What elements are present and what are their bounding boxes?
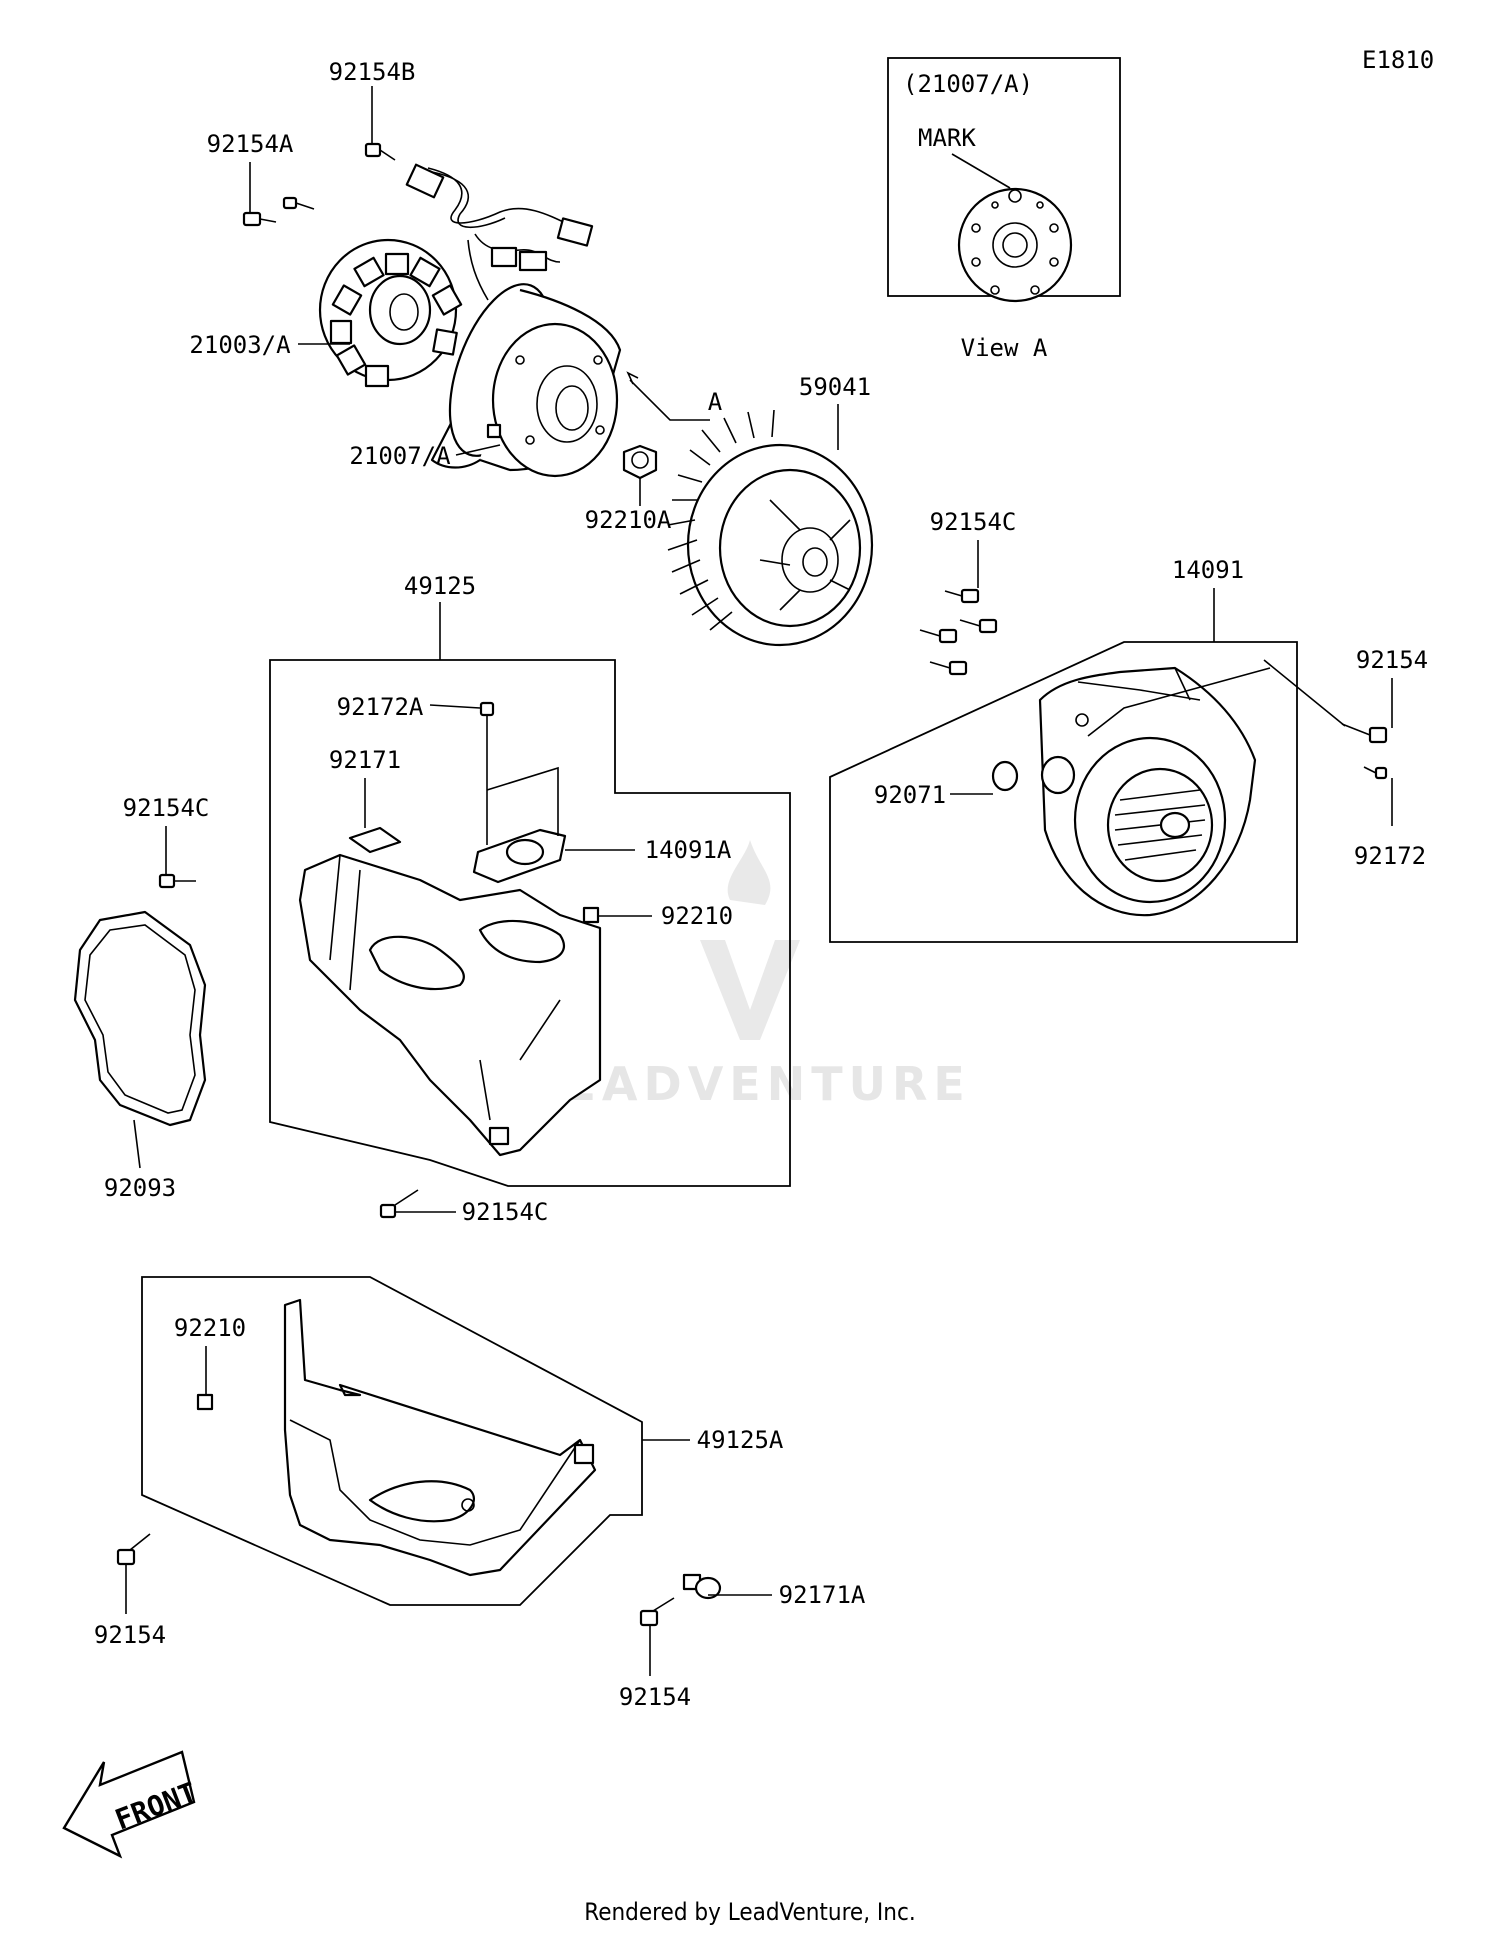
rotor-21007a — [430, 283, 622, 478]
label-92210-mid: 92210 — [661, 902, 733, 930]
label-49125: 49125 — [404, 572, 476, 600]
diagram-id: E1810 — [1362, 46, 1434, 74]
label-arrow-A: A — [708, 388, 723, 416]
view-a-caption: View A — [961, 334, 1048, 362]
view-a-mark-label: MARK — [918, 124, 976, 152]
label-21007A: 21007/A — [349, 442, 451, 470]
group-bracket-49125 — [269, 659, 791, 1187]
screw-92172a — [479, 701, 495, 728]
stator-21003a — [318, 163, 594, 388]
label-92171: 92171 — [329, 746, 401, 774]
label-92210-low: 92210 — [174, 1314, 246, 1342]
washer-92071 — [991, 760, 1019, 792]
front-arrow-icon — [62, 1750, 196, 1859]
duct-49125 — [298, 853, 602, 1157]
clip-92171 — [348, 826, 402, 854]
nut-92210-low — [196, 1393, 214, 1411]
screw-92154c-left — [158, 873, 196, 889]
screw-92154b — [364, 142, 396, 161]
fan-59041 — [667, 409, 874, 647]
plate-14091a — [472, 828, 567, 884]
clamp-92171a — [682, 1573, 722, 1600]
cover-49125a — [283, 1298, 597, 1577]
footer-credit: Rendered by LeadVenture, Inc. — [584, 1898, 916, 1926]
label-14091: 14091 — [1172, 556, 1244, 584]
label-14091A: 14091A — [645, 836, 732, 864]
screw-92154-right — [1341, 723, 1388, 744]
label-92154-lowleft: 92154 — [94, 1621, 166, 1649]
group-bracket-14091 — [829, 641, 1298, 943]
screw-92154-lowleft — [116, 1533, 151, 1566]
cover-14091 — [1038, 666, 1257, 917]
label-92093: 92093 — [104, 1174, 176, 1202]
label-92210A: 92210A — [585, 506, 672, 534]
label-59041: 59041 — [799, 373, 871, 401]
label-92154A: 92154A — [207, 130, 294, 158]
nut-92210a — [622, 444, 658, 480]
label-92172A: 92172A — [337, 693, 424, 721]
view-a-title: (21007/A) — [903, 70, 1033, 98]
front-arrow: FRONT — [62, 1750, 202, 1859]
label-92154B: 92154B — [329, 58, 416, 86]
watermark-logo-icon — [700, 840, 800, 1040]
label-49125A: 49125A — [697, 1426, 784, 1454]
front-label: FRONT — [111, 1776, 202, 1837]
label-92154-right: 92154 — [1356, 646, 1428, 674]
screw-92172 — [1363, 766, 1388, 780]
screw-92154c-bottom — [379, 1189, 419, 1219]
label-92154-lowmid: 92154 — [619, 1683, 691, 1711]
watermark: LEADVENTURE — [529, 840, 971, 1111]
label-92171A: 92171A — [779, 1581, 866, 1609]
leader-lines — [125, 86, 1393, 1676]
view-a-box: (21007/A) MARK View A — [887, 57, 1121, 362]
part-labels: 92154B 92154A 21003/A 21007/A A 92210A 5… — [94, 58, 1428, 1711]
label-92071: 92071 — [874, 781, 946, 809]
gasket-92093 — [73, 910, 207, 1127]
label-21003A: 21003/A — [189, 331, 291, 359]
label-92154C-bottom: 92154C — [462, 1198, 549, 1226]
nut-92210-mid — [582, 906, 600, 924]
screws-92154c-top — [919, 588, 998, 676]
screw-92154-lowmid — [639, 1597, 675, 1627]
group-bracket-49125a — [141, 1276, 643, 1606]
label-92154C-top: 92154C — [930, 508, 1017, 536]
watermark-text: LEADVENTURE — [529, 1057, 971, 1111]
label-92172: 92172 — [1354, 842, 1426, 870]
screw-92154a — [242, 196, 315, 227]
label-92154C-left: 92154C — [123, 794, 210, 822]
